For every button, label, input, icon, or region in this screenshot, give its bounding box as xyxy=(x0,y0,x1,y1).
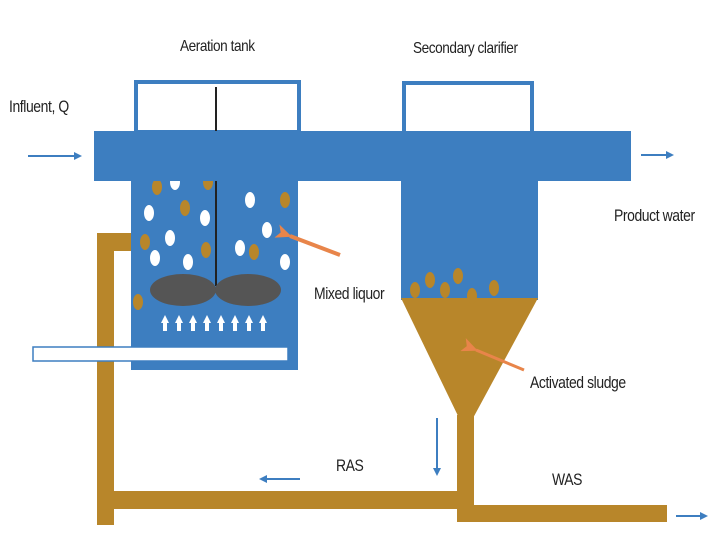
activated-sludge-label: Activated sludge xyxy=(530,373,626,392)
return-sludge-pipe xyxy=(97,233,667,525)
mixed-liquor-label: Mixed liquor xyxy=(314,284,385,303)
activated-sludge-pointer-icon xyxy=(460,338,525,372)
was-label: WAS xyxy=(552,470,583,489)
influent-label: Influent, Q xyxy=(9,97,69,116)
mixer-impeller-icon xyxy=(150,274,281,306)
flow-channel xyxy=(94,131,631,181)
air-bubbles xyxy=(144,155,290,270)
aeration-tank xyxy=(32,80,301,370)
ras-label: RAS xyxy=(336,456,364,475)
mixed-liquor-pointer-icon xyxy=(274,224,341,257)
secondary-clarifier-label: Secondary clarifier xyxy=(413,40,518,57)
sludge-floc-particles xyxy=(133,174,290,310)
settled-sludge-zone xyxy=(401,298,538,420)
aeration-tank-label: Aeration tank xyxy=(180,38,255,55)
air-diffuser-icon xyxy=(161,315,267,331)
product-water-label: Product water xyxy=(614,206,695,225)
secondary-clarifier xyxy=(401,81,538,420)
settling-floc-particles xyxy=(410,268,499,304)
air-supply-pipe xyxy=(32,346,289,362)
